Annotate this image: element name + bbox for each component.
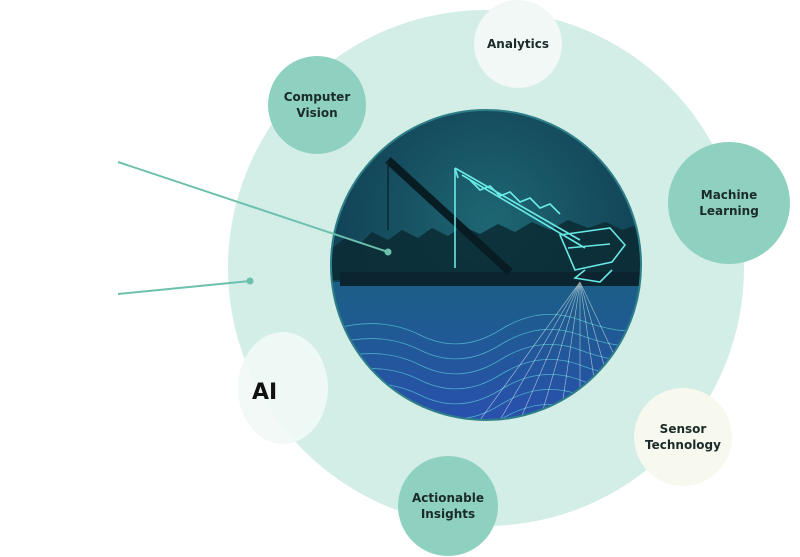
connector-line-top [117, 161, 389, 253]
node-machine-learning: Machine Learning [668, 142, 790, 264]
node-actionable-insights: Actionable Insights [398, 456, 498, 556]
node-computer-vision-label: Computer Vision [283, 90, 351, 120]
node-sensor-technology: Sensor Technology [634, 388, 732, 486]
ai-bubble [238, 332, 328, 444]
center-label: AI [252, 380, 278, 405]
node-computer-vision: Computer Vision [268, 56, 366, 154]
connector-dot-top [384, 248, 392, 256]
node-machine-learning-label: Machine Learning [699, 188, 759, 218]
dredger-photo [331, 110, 641, 420]
node-analytics: Analytics [474, 0, 562, 88]
node-actionable-insights-label: Actionable Insights [412, 491, 484, 521]
photo-border [330, 109, 642, 421]
node-sensor-technology-label: Sensor Technology [645, 422, 721, 452]
node-analytics-label: Analytics [487, 37, 549, 51]
connector-dot-bottom [246, 277, 254, 285]
connector-line-bottom [117, 280, 251, 295]
